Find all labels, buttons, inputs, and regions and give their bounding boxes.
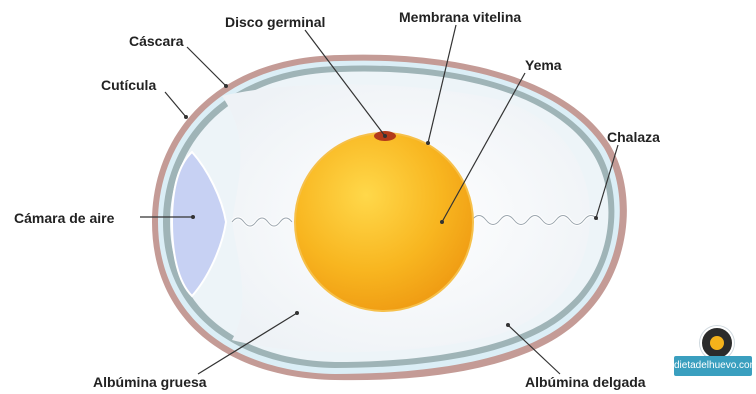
- leader-cuticula: [165, 92, 186, 117]
- label-cuticula: Cutícula: [101, 77, 156, 93]
- label-disco-germinal: Disco germinal: [225, 14, 325, 30]
- leader-cascara: [187, 47, 226, 86]
- label-albumina-delgada: Albúmina delgada: [525, 374, 646, 390]
- label-cascara: Cáscara: [129, 33, 184, 49]
- label-chalaza: Chalaza: [607, 129, 660, 145]
- leader-dot-disco-germinal: [383, 134, 387, 138]
- yolk: [295, 133, 473, 311]
- label-camara-de-aire: Cámara de aire: [14, 210, 115, 226]
- leader-dot-camara-de-aire: [191, 215, 195, 219]
- label-membrana-vitelina: Membrana vitelina: [399, 9, 521, 25]
- leader-dot-yema: [440, 220, 444, 224]
- leader-dot-albumina-gruesa: [295, 311, 299, 315]
- leader-dot-cascara: [224, 84, 228, 88]
- leader-dot-albumina-delgada: [506, 323, 510, 327]
- leader-dot-chalaza: [594, 216, 598, 220]
- watermark-text: dietadelhuevo.com: [674, 356, 752, 376]
- leader-dot-membrana-vitelina: [426, 141, 430, 145]
- label-yema: Yema: [525, 57, 562, 73]
- fried-egg-icon: [700, 326, 734, 360]
- watermark-badge: dietadelhuevo.com: [672, 326, 756, 384]
- leader-dot-cuticula: [184, 115, 188, 119]
- label-albumina-gruesa: Albúmina gruesa: [93, 374, 207, 390]
